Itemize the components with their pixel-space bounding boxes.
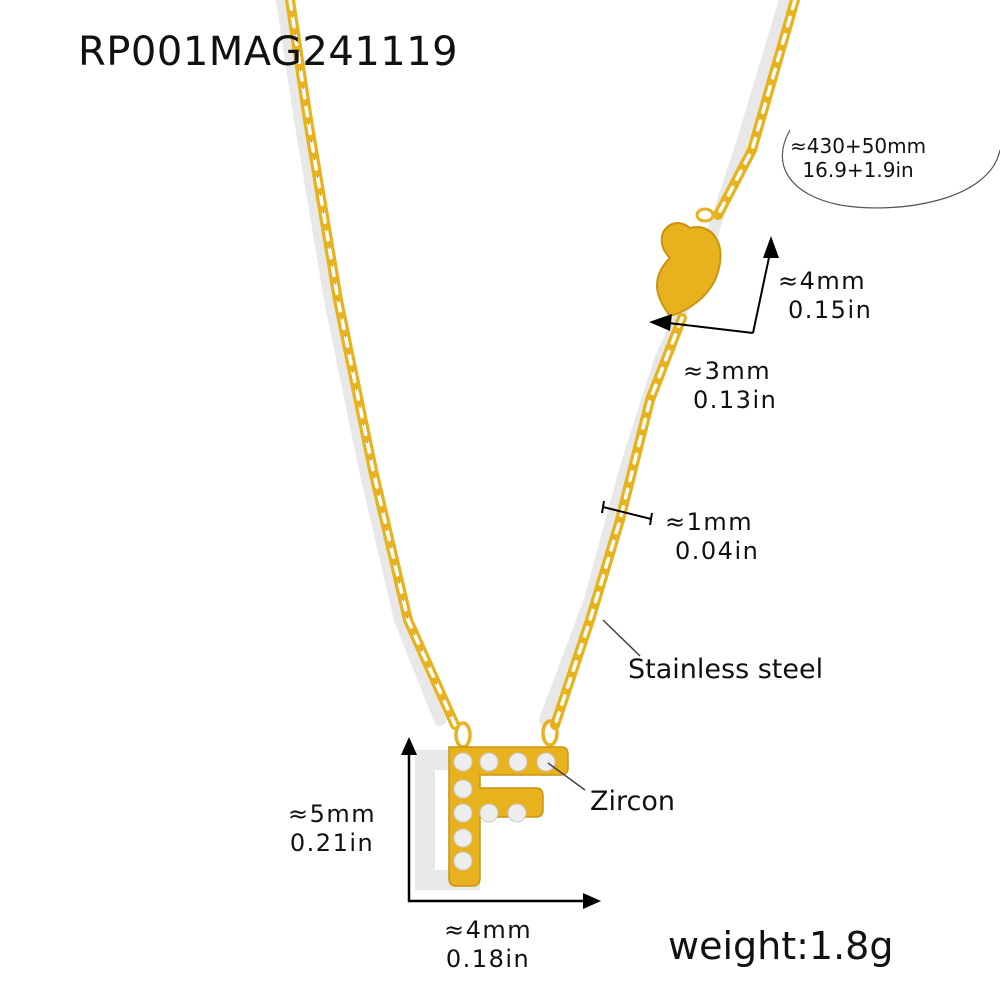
necklace-length-in: 16.9+1.9in — [802, 158, 914, 182]
heart-width-in: 0.13in — [693, 386, 778, 414]
arrow-right-icon — [583, 893, 601, 909]
weight-label: weight:1.8g — [668, 924, 894, 968]
arrow-left-icon — [649, 314, 672, 331]
arrow-up-icon — [763, 236, 779, 258]
length-ellipse — [781, 129, 1000, 209]
chain-width-mm: ≈1mm — [665, 508, 754, 536]
pendant-height-mm: ≈5mm — [288, 800, 377, 828]
sku-code: RP001MAG241119 — [78, 29, 459, 75]
heart-height-in: 0.15in — [788, 296, 873, 324]
pendant-width-mm: ≈4mm — [444, 916, 533, 944]
zircon-leader-line — [547, 762, 586, 791]
heart-dimension-arrows — [659, 247, 772, 334]
heart-width-mm: ≈3mm — [683, 357, 772, 385]
chain-left — [285, 0, 460, 730]
chain-width-marker — [601, 500, 653, 526]
pendant-height-label: ≈5mm 0.21in — [288, 800, 376, 858]
chain-width-in: 0.04in — [675, 537, 760, 565]
material-leader-line — [602, 619, 641, 657]
pendant-dimension-arrows — [407, 752, 590, 903]
heart-height-mm: ≈4mm — [778, 267, 867, 295]
necklace-length-mm: ≈430+50mm — [790, 134, 927, 158]
necklace-length-label: ≈430+50mm 16.9+1.9in — [790, 134, 926, 182]
heart-width-label: ≈3mm 0.13in — [683, 357, 777, 415]
pendant-height-in: 0.21in — [289, 829, 375, 857]
stone-label: Zircon — [590, 786, 675, 817]
arrow-up-icon — [401, 737, 417, 755]
pendant-width-label: ≈4mm 0.18in — [444, 916, 532, 974]
chain-right — [550, 0, 800, 730]
material-label: Stainless steel — [628, 654, 824, 685]
heart-charm — [655, 207, 722, 318]
pendant-width-in: 0.18in — [445, 945, 531, 973]
chain-width-label: ≈1mm 0.04in — [665, 508, 759, 566]
heart-height-label: ≈4mm 0.15in — [778, 267, 872, 325]
letter-f-pendant — [448, 719, 569, 887]
